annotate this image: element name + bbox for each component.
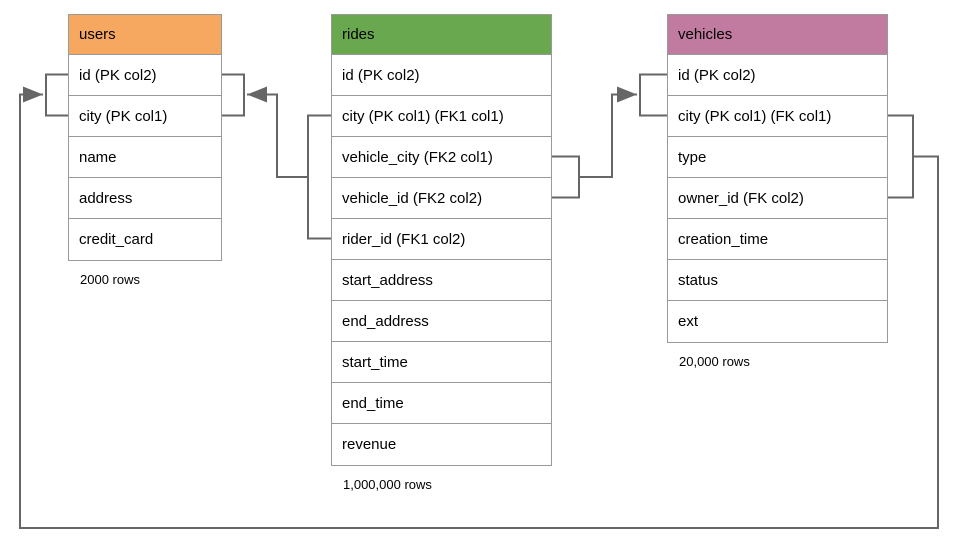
table-vehicles-column-status: status	[668, 260, 887, 301]
table-vehicles-column-type: type	[668, 137, 887, 178]
table-users-column-name: name	[69, 137, 221, 178]
table-users-column-credit-card: credit_card	[69, 219, 221, 260]
table-vehicles-row-count: 20,000 rows	[679, 354, 750, 369]
users-left-bracket	[45, 73, 68, 117]
table-rides-column-start-address: start_address	[332, 260, 551, 301]
users-right-bracket	[222, 73, 245, 117]
fk1-rides-to-users-connector	[222, 73, 331, 240]
table-rides-column-vehicle-id: vehicle_id (FK2 col2)	[332, 178, 551, 219]
table-users-box: users id (PK col2) city (PK col1) name a…	[68, 14, 222, 261]
table-rides-column-start-time: start_time	[332, 342, 551, 383]
table-vehicles-column-city: city (PK col1) (FK col1)	[668, 96, 887, 137]
table-vehicles-column-owner-id: owner_id (FK col2)	[668, 178, 887, 219]
table-users-column-address: address	[69, 178, 221, 219]
table-vehicles-header: vehicles	[668, 15, 887, 55]
table-vehicles-column-creation-time: creation_time	[668, 219, 887, 260]
table-users-row-count: 2000 rows	[80, 272, 140, 287]
table-users-header: users	[69, 15, 221, 55]
table-rides-column-vehicle-city: vehicle_city (FK2 col1)	[332, 137, 551, 178]
table-rides-column-city: city (PK col1) (FK1 col1)	[332, 96, 551, 137]
table-vehicles: vehicles id (PK col2) city (PK col1) (FK…	[667, 14, 888, 369]
fk2-arrow-line	[579, 86, 637, 178]
vehicles-right-bracket	[888, 114, 914, 199]
table-vehicles-column-id: id (PK col2)	[668, 55, 887, 96]
table-vehicles-column-ext: ext	[668, 301, 887, 342]
rides-left-bracket	[307, 114, 331, 240]
table-rides-header: rides	[332, 15, 551, 55]
table-users-column-id: id (PK col2)	[69, 55, 221, 96]
vehicles-left-bracket	[639, 73, 667, 117]
rides-right-bracket	[552, 155, 580, 199]
table-rides-box: rides id (PK col2) city (PK col1) (FK1 c…	[331, 14, 552, 466]
table-rides-column-end-address: end_address	[332, 301, 551, 342]
table-rides: rides id (PK col2) city (PK col1) (FK1 c…	[331, 14, 552, 492]
table-users-column-city: city (PK col1)	[69, 96, 221, 137]
fk1-arrow-line	[247, 86, 308, 178]
table-vehicles-box: vehicles id (PK col2) city (PK col1) (FK…	[667, 14, 888, 343]
table-rides-column-revenue: revenue	[332, 424, 551, 465]
table-rides-row-count: 1,000,000 rows	[343, 477, 432, 492]
table-rides-column-end-time: end_time	[332, 383, 551, 424]
table-users: users id (PK col2) city (PK col1) name a…	[68, 14, 222, 287]
table-rides-column-id: id (PK col2)	[332, 55, 551, 96]
fk2-rides-to-vehicles-connector	[552, 73, 667, 199]
table-rides-column-rider-id: rider_id (FK1 col2)	[332, 219, 551, 260]
